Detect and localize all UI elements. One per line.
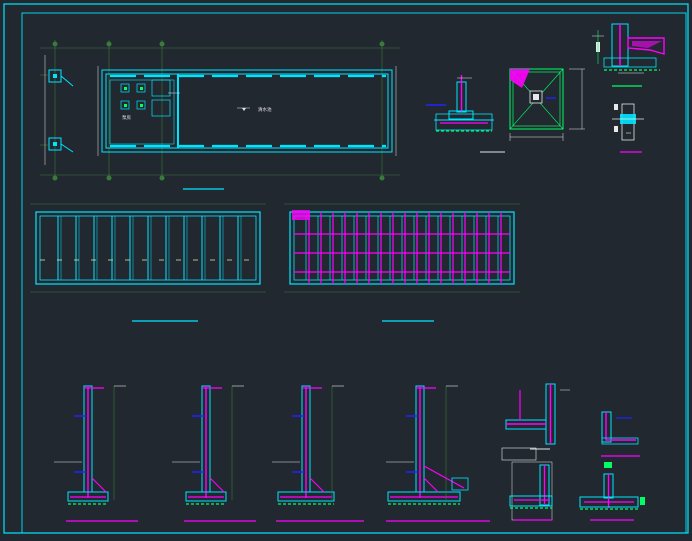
wall-layout-plan [30,203,266,322]
corner-detail-c [601,411,640,457]
pool-label: 清水池 [258,106,272,113]
pump-room-label: 泵房 [122,114,131,121]
pool-plan-view: 泵房 清水池 [40,40,400,190]
pipe-sleeve-detail [612,103,644,153]
rebar-layout-plan [284,203,520,322]
corner-detail-b [509,461,553,521]
wall-sections-row [54,385,490,522]
column-footing-section [426,75,505,153]
sheet-frame [3,3,689,534]
corner-detail-a [501,383,570,461]
footing-plan-detail [509,68,585,141]
corner-detail-d [579,462,645,521]
wall-top-detail [592,23,665,87]
